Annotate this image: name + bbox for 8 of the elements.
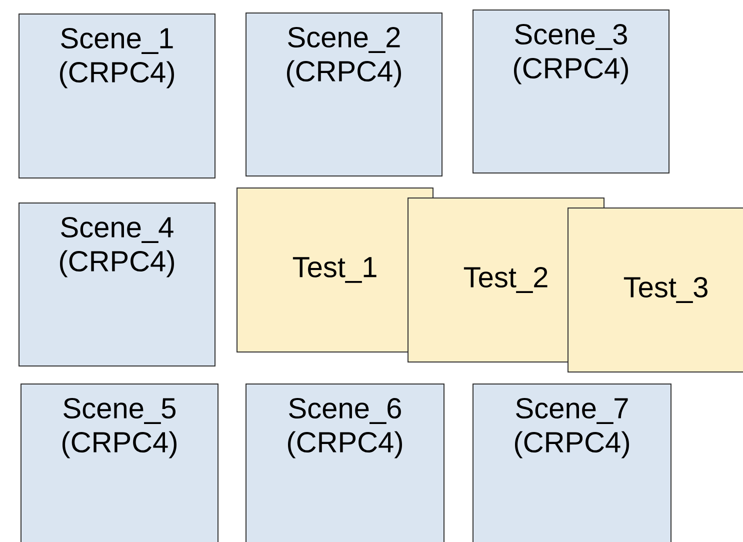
scene-box: Scene_5 (CRPC4) bbox=[20, 384, 218, 542]
scene-box: Scene_6 (CRPC4) bbox=[246, 384, 444, 542]
scene-box: Scene_7 (CRPC4) bbox=[472, 384, 672, 542]
scene-box: Scene_3 (CRPC4) bbox=[472, 10, 670, 174]
test-box: Test_3 bbox=[568, 208, 743, 372]
scene-box: Scene_1 (CRPC4) bbox=[18, 14, 216, 178]
scene-box: Scene_4 (CRPC4) bbox=[18, 202, 216, 366]
scene-box: Scene_2 (CRPC4) bbox=[246, 12, 442, 176]
